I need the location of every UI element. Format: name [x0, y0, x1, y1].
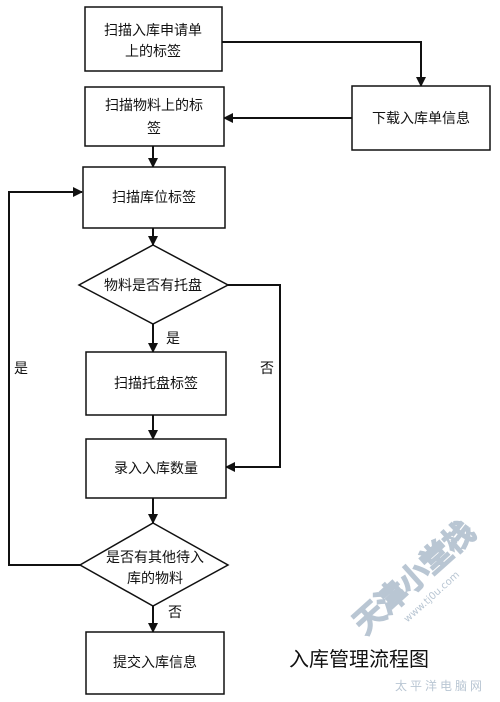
text-download: 下载入库单信息: [372, 110, 470, 127]
watermark-main: 天津小堂栈: [347, 515, 482, 641]
box-enter-qty: [85, 438, 227, 499]
text-scan-material-line1: 扫描物料上的标: [105, 98, 203, 114]
label-end-no: 否: [168, 605, 182, 621]
box-scan-request: [84, 6, 223, 72]
label-pallet-no: 否: [260, 361, 274, 377]
text-scan-pallet: 扫描托盘标签: [114, 375, 198, 392]
edge-loop-yes: [8, 187, 83, 566]
text-scan-request-line2: 上的标签: [125, 43, 181, 60]
watermark: 天津小堂栈 www.tj0u.com: [346, 514, 482, 642]
watermark-bottom: 太平洋电脑网: [395, 678, 485, 693]
text-other-materials-line1: 是否有其他待入: [106, 550, 204, 566]
box-submit: [85, 631, 225, 695]
text-scan-material-line2: 签: [147, 120, 161, 137]
decision-shapes: [77, 244, 230, 607]
text-submit: 提交入库信息: [113, 654, 197, 671]
edge-pallet-no: [225, 284, 281, 472]
edge-request-to-download: [222, 41, 426, 87]
box-scan-pallet: [85, 351, 227, 416]
text-other-materials-line2: 库的物料: [127, 571, 183, 587]
text-scan-location: 扫描库位标签: [112, 189, 196, 206]
text-scan-request-line1: 扫描入库申请单: [104, 23, 202, 39]
diamond-other-materials: [78, 522, 230, 607]
box-download: [351, 85, 491, 151]
text-enter-qty: 录入入库数量: [114, 461, 198, 477]
diagram-title: 入库管理流程图: [289, 647, 429, 671]
label-loop-yes: 是: [14, 361, 28, 377]
box-scan-material: [84, 86, 225, 147]
diamond-has-pallet: [77, 244, 230, 325]
connectors: [8, 41, 426, 633]
text-has-pallet: 物料是否有托盘: [104, 277, 202, 294]
label-pallet-yes: 是: [166, 331, 180, 347]
box-scan-location: [82, 166, 226, 229]
process-boxes: [82, 6, 491, 695]
